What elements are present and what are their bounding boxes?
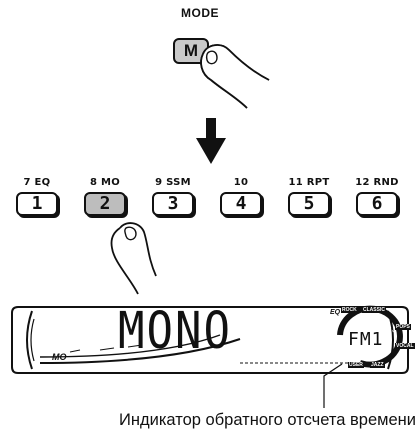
eq-mode-rock: ROCK	[341, 307, 358, 313]
callout-line	[323, 363, 343, 408]
preset-key[interactable]: 3	[152, 192, 194, 216]
preset-label: 7 EQ	[23, 177, 51, 188]
eq-mode-classic: CLASSIC	[362, 307, 386, 313]
preset-key[interactable]: 6	[356, 192, 398, 216]
preset-button-6[interactable]: 12 RND 6	[352, 177, 402, 216]
preset-key[interactable]: 4	[220, 192, 262, 216]
eq-mode-user: USER	[348, 362, 364, 368]
preset-button-5[interactable]: 11 RPT 5	[284, 177, 334, 216]
eq-mode-jazz: JAZZ	[370, 362, 385, 368]
mode-label: MODE	[181, 6, 219, 20]
eq-label: EQ	[330, 309, 341, 316]
preset-button-1[interactable]: 7 EQ 1	[12, 177, 62, 216]
eq-mode-pops: POPS	[395, 324, 411, 330]
display-main-text: MONO	[118, 302, 232, 361]
preset-key[interactable]: 1	[16, 192, 58, 216]
caption-text: Индикатор обратного отсчета времени	[119, 411, 416, 429]
preset-button-row: 7 EQ 1 8 MO 2 9 SSM 3 10 4 11 RPT 5 12 R…	[12, 177, 412, 237]
eq-mode-vocal: VOCAL	[395, 343, 415, 349]
preset-label: 12 RND	[355, 177, 399, 188]
preset-label: 10	[233, 177, 249, 188]
band-indicator: FM1	[348, 329, 384, 350]
mono-indicator: MO	[52, 352, 67, 362]
preset-button-3[interactable]: 9 SSM 3	[148, 177, 198, 216]
lcd-display	[11, 305, 409, 374]
preset-button-2[interactable]: 8 MO 2	[80, 177, 130, 216]
hand-pointer-icon	[200, 44, 270, 109]
preset-key[interactable]: 5	[288, 192, 330, 216]
preset-label: 11 RPT	[288, 177, 330, 188]
countdown-indicator-caption: Индикатор обратного отсчета времени	[0, 411, 418, 430]
preset-label: 8 MO	[89, 177, 121, 188]
preset-button-4[interactable]: 10 4	[216, 177, 266, 216]
preset-label: 9 SSM	[155, 177, 191, 188]
mode-button[interactable]: M	[173, 38, 209, 64]
down-arrow-icon	[196, 118, 226, 164]
finger-pointer-icon	[110, 222, 157, 295]
preset-key[interactable]: 2	[84, 192, 126, 216]
